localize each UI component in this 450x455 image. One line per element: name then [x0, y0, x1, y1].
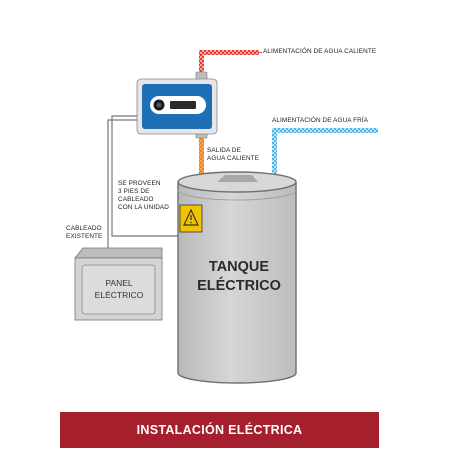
existing-wiring-line-2: EXISTENTE — [66, 233, 103, 240]
footer-title: INSTALACIÓN ELÉCTRICA — [136, 423, 303, 437]
cable-note-line-1: SE PROVEEN — [118, 180, 161, 187]
controller-unit — [136, 78, 218, 135]
display-screen — [170, 101, 196, 109]
hot-outlet-line-2: AGUA CALIENTE — [207, 155, 260, 162]
cable-note-line-2: 3 PIES DE — [118, 188, 150, 195]
hot-outlet-label: SALIDA DE AGUA CALIENTE — [207, 147, 259, 163]
panel-title-line-1: PANEL — [105, 278, 133, 288]
wiring — [107, 115, 190, 258]
panel-title: PANEL ELÉCTRICO — [82, 277, 156, 301]
hot-supply-label: ALIMENTACIÓN DE AGUA CALIENTE — [263, 48, 377, 55]
panel-title-line-2: ELÉCTRICO — [94, 290, 144, 300]
electric-tank — [177, 171, 297, 384]
hot-supply-pipe — [199, 50, 262, 80]
tank-title-line-1: TANQUE — [208, 259, 270, 275]
cold-supply-pipe — [272, 128, 378, 178]
cable-note-label: SE PROVEEN 3 PIES DE CABLEADO CON LA UNI… — [118, 180, 169, 212]
cable-note-line-3: CABLEADO — [118, 196, 154, 203]
warning-sign-icon — [179, 204, 203, 233]
existing-wiring-label: CABLEADO EXISTENTE — [66, 225, 102, 241]
tank-title-line-2: ELÉCTRICO — [197, 278, 281, 294]
cold-supply-label: ALIMENTACIÓN DE AGUA FRÍA — [272, 117, 369, 124]
tank-title: TANQUE ELÉCTRICO — [178, 258, 300, 296]
electric-panel — [74, 247, 163, 321]
hot-outlet-pipe — [199, 134, 204, 180]
existing-wiring-line-1: CABLEADO — [66, 225, 102, 232]
hot-outlet-line-1: SALIDA DE — [207, 147, 241, 154]
cable-note-line-4: CON LA UNIDAD — [118, 204, 170, 211]
footer-banner: INSTALACIÓN ELÉCTRICA — [60, 412, 379, 448]
